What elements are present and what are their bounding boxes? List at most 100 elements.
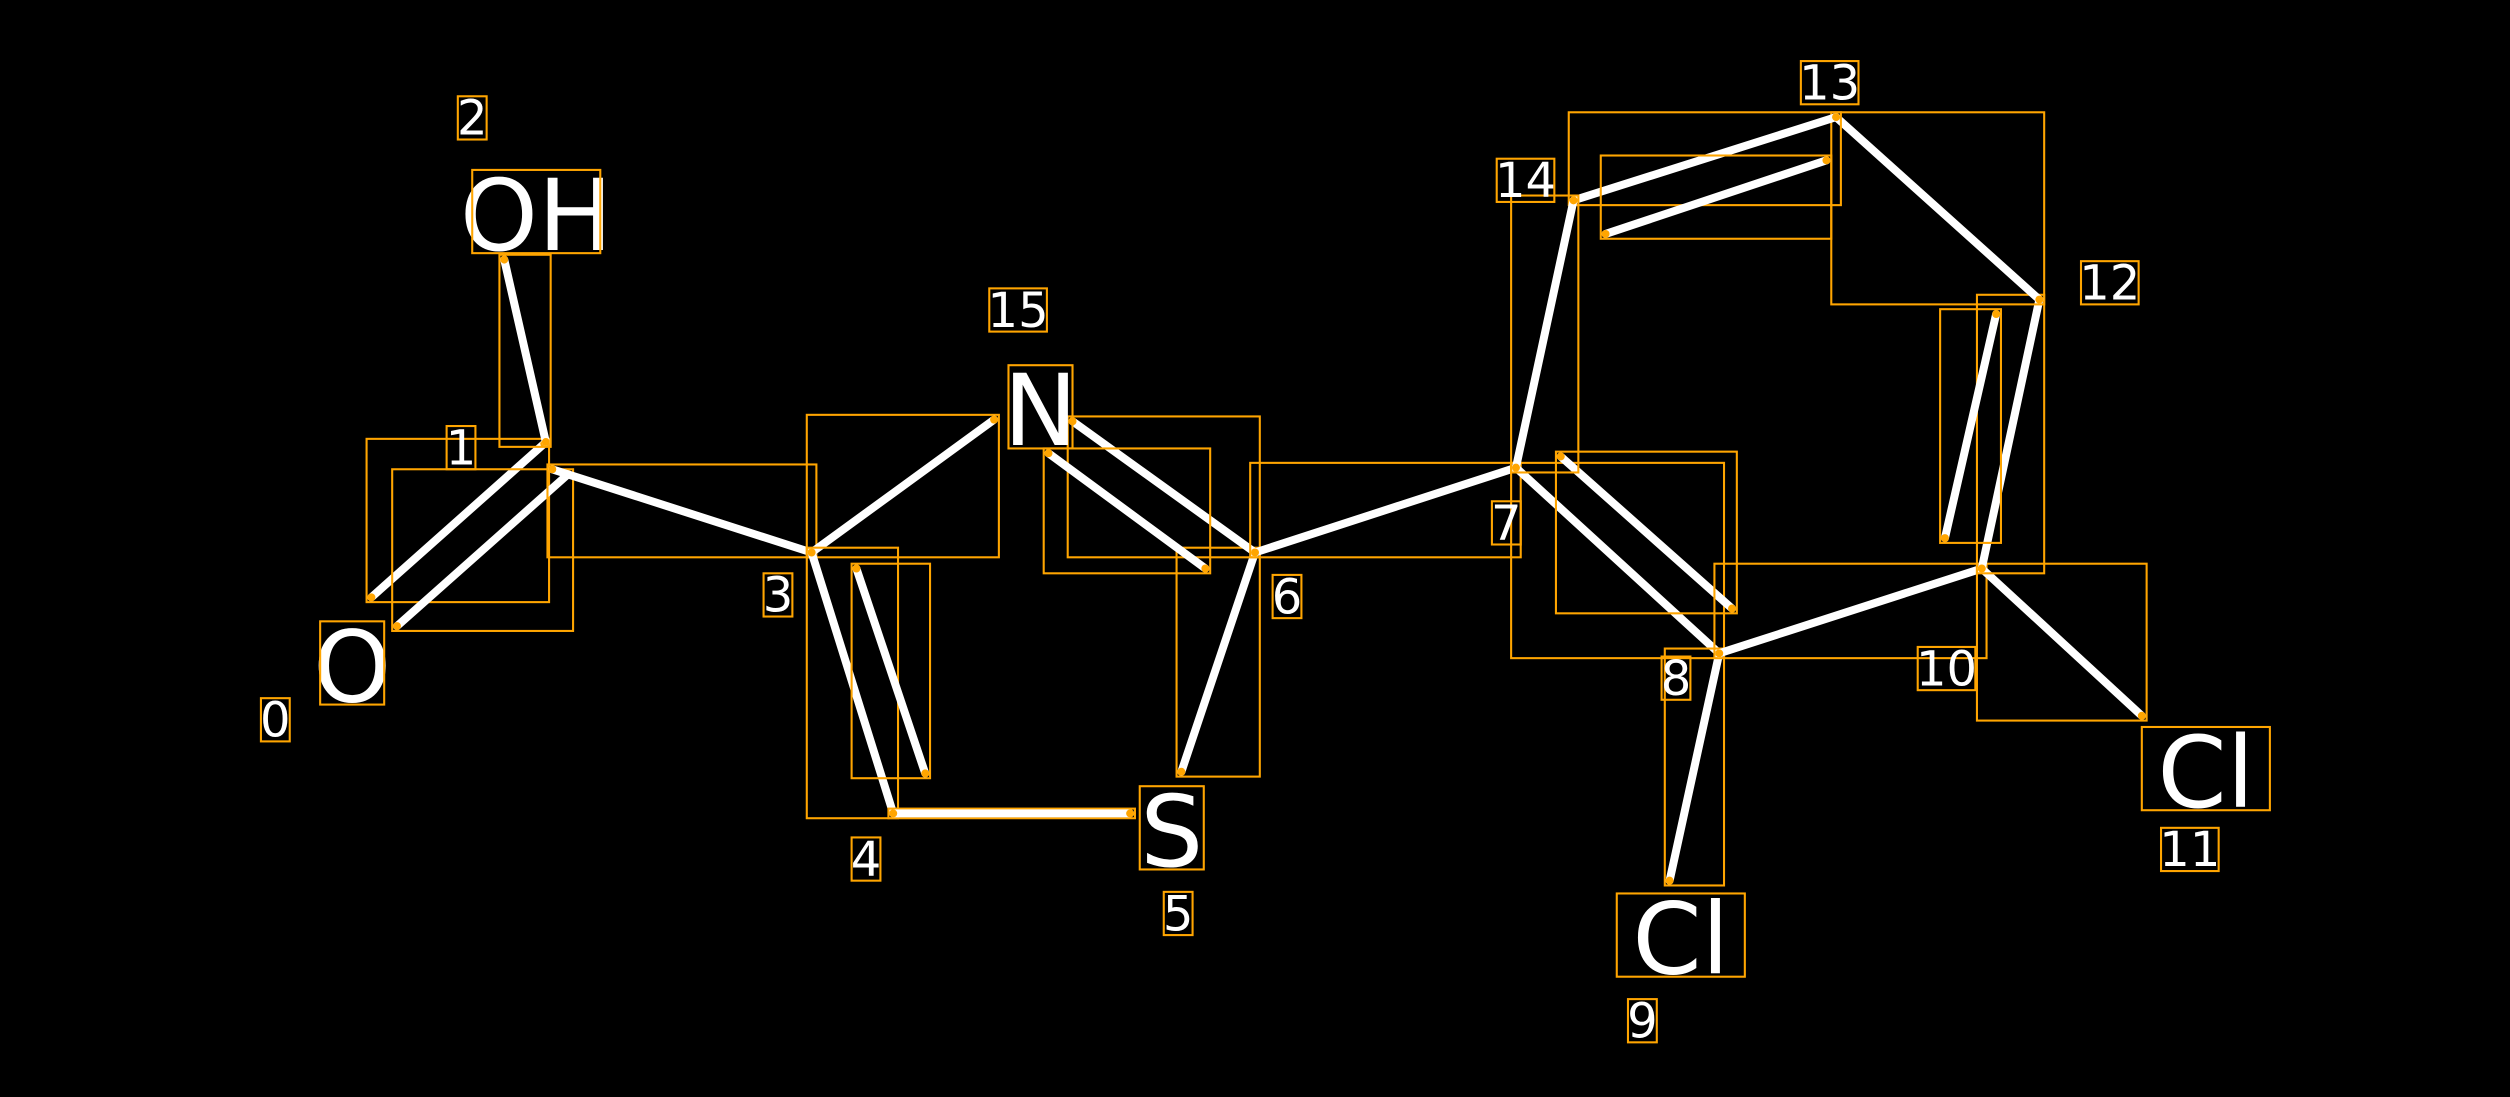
- index-bounding-box: [2079, 260, 2140, 306]
- bond-bounding-box: [1066, 415, 1261, 559]
- index-bounding-box: [259, 697, 291, 743]
- bond-line: [1715, 564, 1986, 658]
- bond-line: [1977, 295, 2044, 573]
- index-bounding-box: [1495, 157, 1556, 203]
- bond-bounding-box: [1663, 647, 1726, 887]
- bond-endpoint: [1715, 649, 1724, 658]
- bond-line: [807, 415, 999, 557]
- atom-index: 1: [446, 420, 477, 476]
- bond-bounding-box: [850, 562, 932, 780]
- bond-bounding-box: [1042, 447, 1212, 575]
- bond-endpoint: [1665, 876, 1674, 885]
- bond-endpoint: [500, 255, 509, 264]
- bond-line: [1665, 649, 1724, 885]
- bond-line: [1601, 156, 1831, 238]
- bond-line: [392, 470, 573, 631]
- bond-bounding-box: [546, 463, 818, 559]
- bond-bounding-box: [1175, 546, 1261, 778]
- index-bounding-box: [1660, 655, 1692, 701]
- bond-endpoint: [1126, 809, 1135, 818]
- bond-endpoint: [1044, 449, 1053, 458]
- atom-index: 14: [1495, 153, 1556, 209]
- bond-endpoint: [1177, 767, 1186, 776]
- bonds: [365, 111, 2148, 887]
- bond-endpoint: [1511, 463, 1520, 472]
- bond-line: [852, 564, 930, 778]
- bond-line: [1569, 113, 1841, 205]
- atom-index: 13: [1799, 55, 1860, 111]
- bond-line: [1511, 463, 1724, 658]
- bond-endpoint: [1992, 309, 2001, 318]
- bond-bounding-box: [887, 807, 1136, 820]
- bond-endpoint: [1940, 534, 1949, 543]
- atom-index: 11: [2159, 822, 2220, 878]
- atom-index: 5: [1163, 886, 1194, 942]
- bond-line: [1177, 548, 1260, 776]
- atom-index: 15: [988, 283, 1049, 339]
- bond-endpoint: [1822, 156, 1831, 165]
- bond-endpoint: [921, 769, 930, 778]
- bond-line: [548, 465, 816, 557]
- index-bounding-box: [1490, 500, 1522, 546]
- bond-line: [1940, 309, 2001, 543]
- bond-endpoint: [1977, 564, 1986, 573]
- atom-symbol: N: [1003, 354, 1077, 469]
- index-bounding-box: [1799, 60, 1860, 106]
- atom-symbol: Cl: [1632, 883, 1729, 998]
- bond-endpoint: [1601, 229, 1610, 238]
- bond-endpoint: [807, 548, 816, 557]
- atom-symbol: Cl: [2157, 716, 2254, 831]
- atom-bounding-box: [1615, 892, 1746, 978]
- bond-endpoint: [1556, 452, 1565, 461]
- bond-line: [1832, 113, 2044, 304]
- bond-endpoint: [548, 465, 557, 474]
- atom-index: 2: [457, 91, 488, 147]
- atom-index: 3: [763, 568, 794, 624]
- bond-bounding-box: [1567, 111, 1842, 207]
- atom-bounding-box: [1007, 364, 1074, 450]
- bond-line: [1250, 463, 1520, 557]
- bond-endpoint: [541, 438, 550, 447]
- bond-endpoint: [1569, 196, 1578, 205]
- atom-index: 7: [1491, 496, 1522, 552]
- atom-index: 9: [1627, 994, 1658, 1050]
- bond-bounding-box: [1510, 461, 1726, 660]
- atom-index: 8: [1661, 651, 1692, 707]
- bond-line: [1977, 564, 2146, 720]
- bond-line: [1044, 449, 1210, 573]
- atom-index: 0: [260, 693, 291, 749]
- index-bounding-box: [1916, 645, 1977, 692]
- index-bounding-box: [1626, 998, 1658, 1044]
- bond-line: [1556, 452, 1737, 613]
- index-bounding-box: [850, 836, 882, 882]
- bond-endpoint: [990, 415, 999, 424]
- bond-endpoint: [889, 809, 898, 818]
- atom-bounding-box: [2140, 725, 2271, 812]
- bond-bounding-box: [1975, 293, 2046, 575]
- bond-endpoint: [1728, 604, 1737, 613]
- index-bounding-box: [445, 425, 477, 471]
- bond-bounding-box: [391, 468, 575, 632]
- bond-bounding-box: [365, 437, 551, 604]
- bond-bounding-box: [1713, 562, 1988, 660]
- bond-bounding-box: [805, 413, 1000, 559]
- atom-bounding-box: [1138, 785, 1205, 871]
- bond-bounding-box: [1599, 154, 1833, 240]
- atom-symbol: OH: [460, 159, 613, 274]
- bond-endpoint: [1201, 564, 1210, 573]
- atom-bounding-box: [471, 168, 602, 255]
- atom-bounding-box: [319, 620, 386, 706]
- bond-endpoint: [367, 593, 376, 602]
- index-bounding-box: [988, 287, 1048, 333]
- atom-index: 10: [1916, 641, 1977, 697]
- bond-endpoint: [852, 564, 861, 573]
- index-bounding-box: [456, 95, 488, 141]
- bond-bounding-box: [1939, 308, 2002, 544]
- atom-symbol: O: [313, 610, 391, 725]
- index-bounding-box: [2159, 826, 2220, 873]
- bond-endpoint: [1832, 113, 1841, 122]
- bond-line: [1511, 196, 1578, 472]
- index-bounding-box: [1271, 573, 1303, 620]
